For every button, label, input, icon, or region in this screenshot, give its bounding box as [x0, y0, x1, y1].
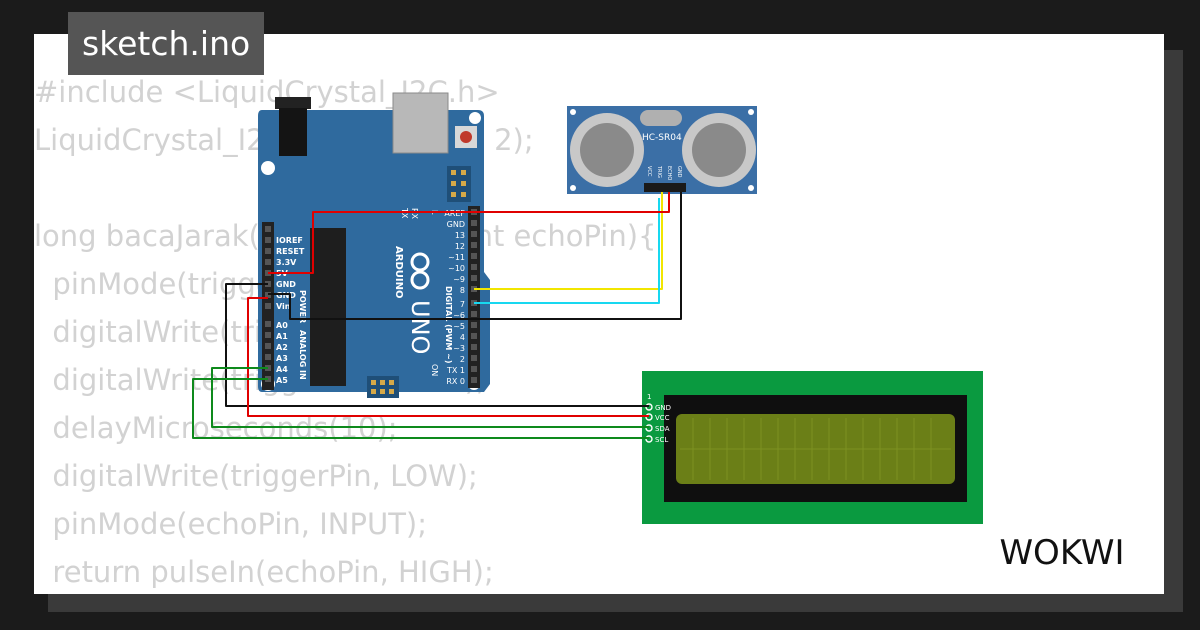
sensor-pin-label: GND: [676, 166, 682, 178]
pin-label: A4: [276, 365, 288, 374]
sensor-pin-header: [644, 183, 686, 192]
lcd-pin-label: VCC: [655, 414, 670, 422]
lcd-pin-label: GND: [655, 404, 671, 412]
pin-label: 12: [455, 242, 465, 251]
on-label: ON: [430, 364, 439, 376]
power-label: POWER: [298, 290, 307, 323]
wire-gnd-lcd-black[interactable]: [225, 283, 649, 407]
power-jack-cap: [275, 97, 311, 109]
pin-label: ~10: [448, 264, 465, 273]
digital-header: [468, 206, 480, 388]
pin-label: AREF: [444, 209, 465, 218]
mounting-hole: [570, 109, 576, 115]
wire-echo-cyan[interactable]: [474, 198, 660, 304]
reset-button[interactable]: [460, 131, 472, 143]
wire-sda-green[interactable]: [211, 367, 649, 428]
pin-label: 2: [460, 355, 465, 364]
mounting-hole: [469, 112, 481, 124]
wire-trig-yellow[interactable]: [474, 192, 663, 290]
lcd-pin-marker: 1: [647, 393, 651, 401]
pin-label: Vin: [276, 302, 291, 311]
digital-label: DIGITAL (PWM ~): [444, 286, 453, 364]
sensor-pin-label: TRIG: [656, 165, 662, 178]
wire-scl-green[interactable]: [192, 378, 649, 439]
pin-label: A5: [276, 376, 288, 385]
pin-label: A3: [276, 354, 288, 363]
lcd-pin-label: SDA: [655, 425, 670, 433]
pin-label: 8: [460, 286, 465, 295]
led-label: RX: [410, 208, 419, 220]
pin-label: RESET: [276, 247, 305, 256]
pin-label: GND: [276, 291, 296, 300]
pin-label: ~9: [453, 275, 465, 284]
atmega-chip: [310, 228, 346, 386]
mounting-hole: [748, 109, 754, 115]
pin-label: A1: [276, 332, 288, 341]
pin-label: TX 1: [446, 366, 465, 375]
code-line: digitalWrite(triggerPin, LOW);: [34, 459, 478, 493]
mounting-hole: [570, 185, 576, 191]
sensor-name: HC-SR04: [642, 133, 682, 143]
power-jack: [279, 108, 307, 156]
transducer-mesh: [692, 123, 746, 177]
pin-label: GND: [276, 280, 296, 289]
icsp-header-bottom: [367, 376, 399, 398]
sensor-pin-label: VCC: [646, 166, 652, 177]
pin-label: ~3: [453, 344, 465, 353]
pin-label: 7: [460, 300, 465, 309]
analog-label: ANALOG IN: [298, 330, 307, 380]
crystal: [640, 110, 682, 126]
wokwi-logo: WOKWI: [999, 533, 1124, 573]
pin-label: ~6: [453, 311, 465, 320]
code-background: #include <LiquidCrystal_I2C.h>LiquidCrys…: [34, 68, 657, 596]
pin-label: 4: [460, 333, 465, 342]
lcd-char-grid: [680, 418, 951, 480]
code-line: pinMode(echoPin, INPUT);: [34, 507, 428, 541]
pin-label: IOREF: [276, 236, 303, 245]
wire-5v-sensor-red[interactable]: [268, 192, 670, 274]
wire-gnd-sensor-black[interactable]: [268, 192, 682, 320]
lcd-pin-label: SCL: [655, 436, 668, 444]
pin-label: 3.3V: [276, 258, 297, 267]
pin-label: A2: [276, 343, 288, 352]
pin-label: A0: [276, 321, 288, 330]
mounting-hole: [261, 161, 275, 175]
arduino-logo: [410, 252, 430, 290]
pin-label: RX 0: [446, 377, 465, 386]
arduino-uno-board[interactable]: IOREF RESET 3.3V 5V GND GND Vin A0 A1 A2…: [258, 92, 490, 398]
hc-sr04-sensor[interactable]: HC-SR04 VCC TRIG ECHO GND: [567, 106, 757, 194]
maker-label: ARDUINO: [393, 246, 404, 298]
wire-vcc-lcd-red[interactable]: [247, 297, 649, 417]
mounting-hole: [748, 185, 754, 191]
pin-label: ~11: [448, 253, 465, 262]
pin-label: 13: [455, 231, 465, 240]
code-line: return pulseIn(echoPin, HIGH);: [34, 555, 494, 589]
transducer-mesh: [580, 123, 634, 177]
pin-label: ~5: [453, 322, 465, 331]
lcd-1602-display[interactable]: 1 GND VCC SDA SCL: [642, 371, 983, 524]
sensor-pin-label: ECHO: [666, 166, 672, 180]
model-label: UNO: [406, 300, 434, 354]
brand-label: WOKWI: [999, 533, 1124, 573]
pin-label: GND: [447, 220, 465, 229]
filename-tag: sketch.ino: [68, 12, 265, 75]
usb-port: [392, 92, 449, 154]
icsp-header: [447, 166, 471, 202]
